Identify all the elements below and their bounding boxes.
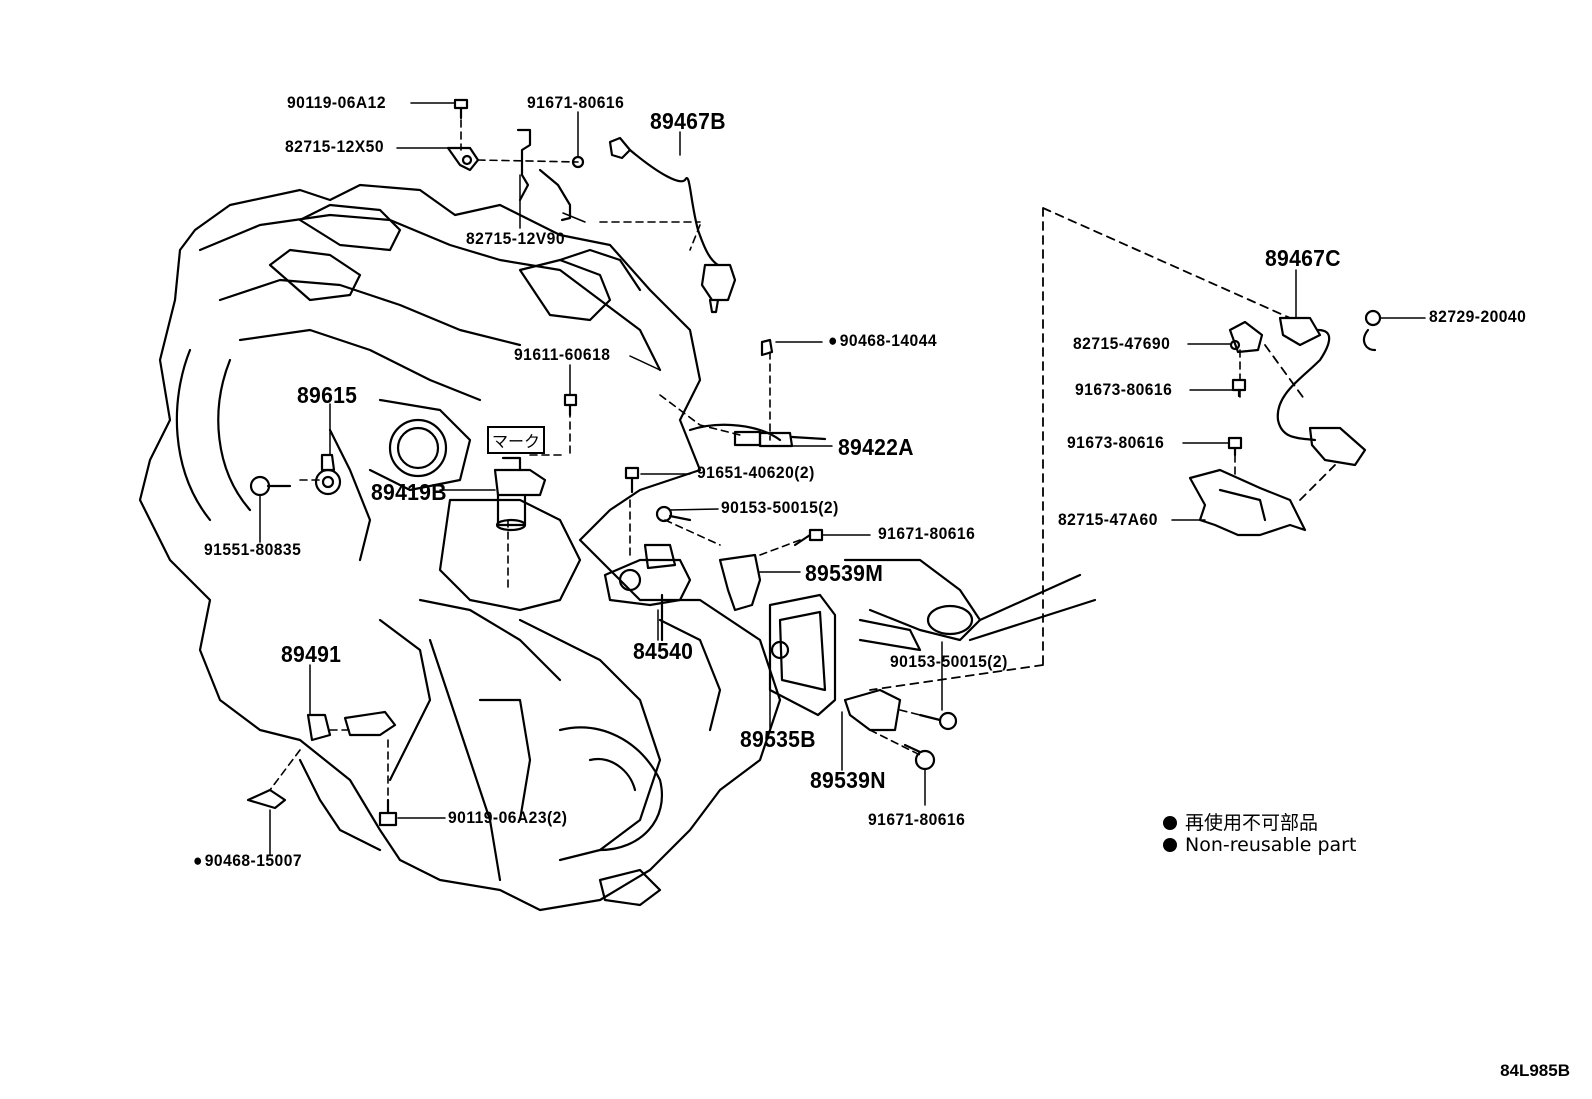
label-91671-80616-mid[interactable]: 91671-80616: [878, 524, 976, 543]
leader-lines: [259, 102, 1426, 856]
label-91551-80835[interactable]: 91551-80835: [204, 540, 302, 559]
mark-box: マーク: [487, 426, 546, 454]
legend-row-en: Non-reusable part: [1163, 834, 1356, 856]
label-91673-80616-a[interactable]: 91673-80616: [1075, 380, 1173, 399]
label-84540[interactable]: 84540: [633, 638, 694, 664]
label-82715-47A60[interactable]: 82715-47A60: [1058, 510, 1158, 529]
label-90119-06A23[interactable]: 90119-06A23(2): [448, 808, 568, 827]
label-89467C[interactable]: 89467C: [1265, 245, 1341, 271]
label-90468-15007[interactable]: 90468-15007: [193, 851, 302, 871]
label-89422A[interactable]: 89422A: [838, 434, 914, 460]
label-89491[interactable]: 89491: [281, 641, 342, 667]
label-89539M[interactable]: 89539M: [805, 560, 884, 586]
label-90153-50015-upper[interactable]: 90153-50015(2): [721, 498, 839, 517]
label-90153-50015-lower[interactable]: 90153-50015(2): [890, 652, 1008, 671]
label-89615[interactable]: 89615: [297, 382, 358, 408]
right-group-dashed-box: [869, 207, 1291, 691]
label-91673-80616-b[interactable]: 91673-80616: [1067, 433, 1165, 452]
label-90468-14044-text: 90468-14044: [839, 331, 938, 350]
engine-outline: [138, 183, 1097, 912]
label-91671-80616-top[interactable]: 91671-80616: [527, 93, 625, 112]
label-89419B[interactable]: 89419B: [371, 479, 447, 505]
label-82715-12X50[interactable]: 82715-12X50: [285, 137, 384, 156]
non-reusable-dot-icon: [1163, 816, 1177, 830]
legend-row-jp: 再使用不可部品: [1163, 808, 1318, 835]
label-90119-06A12[interactable]: 90119-06A12: [287, 93, 386, 112]
label-90468-14044[interactable]: 90468-14044: [828, 331, 937, 351]
label-89535B[interactable]: 89535B: [740, 726, 816, 752]
label-90468-15007-text: 90468-15007: [204, 851, 303, 870]
legend-en-text: Non-reusable part: [1185, 834, 1357, 856]
legend-jp-text: 再使用不可部品: [1185, 812, 1319, 834]
label-89467B[interactable]: 89467B: [650, 108, 726, 134]
illustration-code: 84L985B: [1500, 1061, 1570, 1080]
label-82715-47690[interactable]: 82715-47690: [1073, 334, 1171, 353]
non-reusable-dot-icon: [1163, 838, 1177, 852]
part-shapes: [246, 98, 1382, 827]
label-91671-80616-bottom[interactable]: 91671-80616: [868, 810, 966, 829]
label-82729-20040[interactable]: 82729-20040: [1429, 307, 1527, 326]
label-82715-12V90[interactable]: 82715-12V90: [466, 229, 565, 248]
label-91611-60618[interactable]: 91611-60618: [514, 345, 611, 364]
label-89539N[interactable]: 89539N: [810, 767, 886, 793]
label-91651-40620[interactable]: 91651-40620(2): [697, 463, 815, 482]
